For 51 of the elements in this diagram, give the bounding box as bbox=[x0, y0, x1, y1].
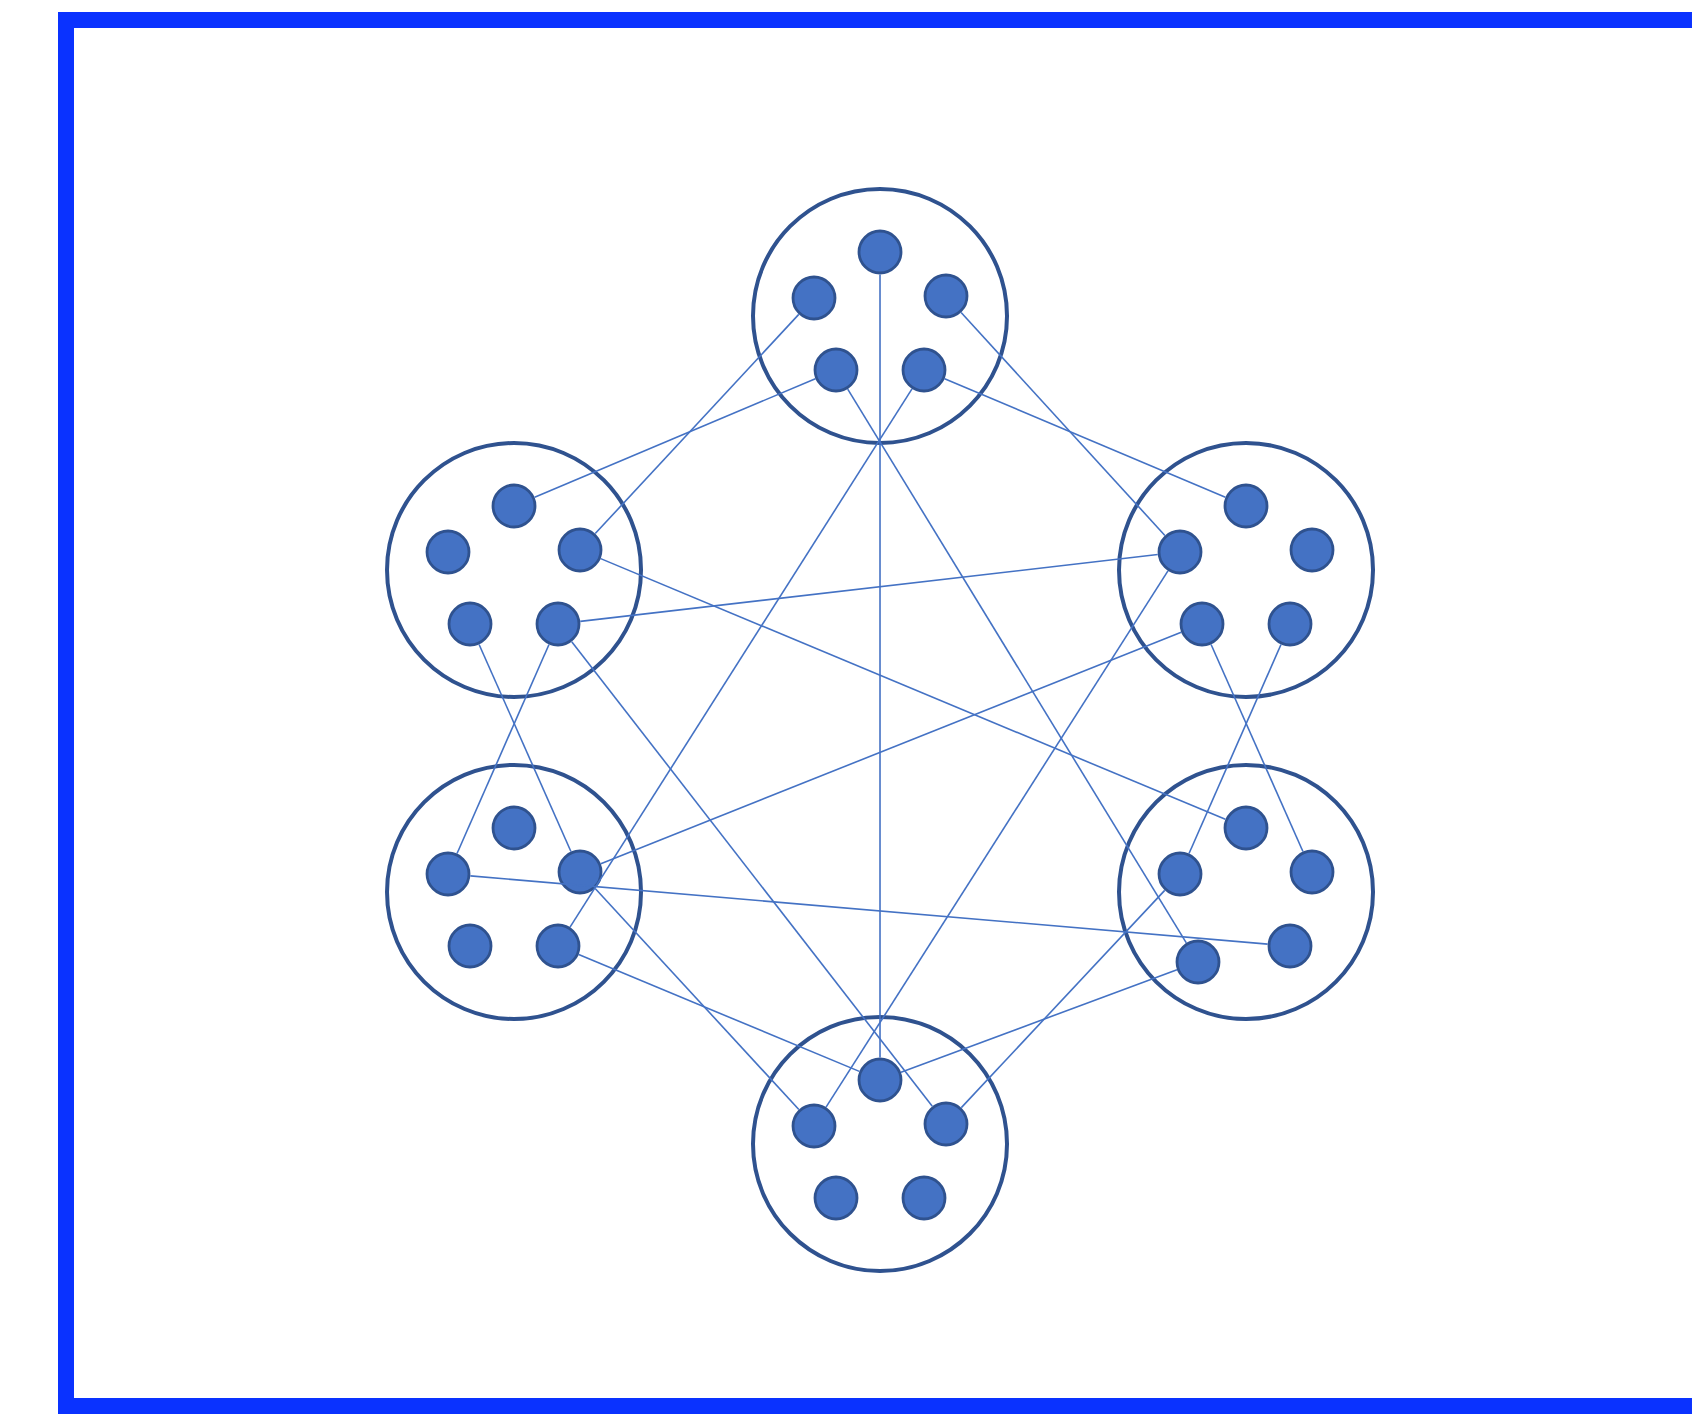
dot bbox=[491, 483, 537, 529]
connector-line bbox=[960, 311, 1166, 537]
connector-line bbox=[579, 553, 1159, 623]
dot bbox=[535, 601, 581, 647]
dot bbox=[923, 1101, 969, 1147]
dot bbox=[791, 275, 837, 321]
connector-line bbox=[456, 643, 550, 855]
connector-line bbox=[846, 388, 1188, 944]
dot bbox=[425, 529, 471, 575]
dot bbox=[447, 923, 493, 969]
dot bbox=[1157, 851, 1203, 897]
connector-line bbox=[569, 388, 913, 928]
connector-line bbox=[594, 887, 800, 1111]
dot bbox=[901, 1175, 947, 1221]
dot bbox=[791, 1103, 837, 1149]
dot bbox=[857, 1057, 903, 1103]
connector-line bbox=[1188, 643, 1282, 855]
connector-line bbox=[879, 273, 881, 1059]
connector-line bbox=[469, 875, 1269, 945]
connector-line bbox=[599, 557, 1227, 821]
dot bbox=[557, 849, 603, 895]
dot bbox=[491, 805, 537, 851]
connector-line bbox=[577, 953, 861, 1073]
connector-line bbox=[594, 313, 800, 535]
connector-line bbox=[900, 969, 1178, 1073]
dot bbox=[557, 527, 603, 573]
dot bbox=[1223, 483, 1269, 529]
connector-line bbox=[570, 640, 934, 1108]
connector-line bbox=[478, 643, 572, 853]
dot bbox=[1267, 601, 1313, 647]
connector-line bbox=[533, 377, 817, 499]
dot bbox=[1267, 923, 1313, 969]
connector-line bbox=[825, 570, 1169, 1108]
dot bbox=[1289, 527, 1335, 573]
connector-line bbox=[600, 631, 1182, 865]
dot bbox=[1179, 601, 1225, 647]
dot bbox=[901, 347, 947, 393]
connector-line bbox=[960, 889, 1166, 1109]
dot bbox=[1223, 805, 1269, 851]
dot bbox=[813, 1175, 859, 1221]
dot bbox=[813, 347, 859, 393]
dot bbox=[425, 851, 471, 897]
dot bbox=[447, 601, 493, 647]
dot bbox=[1157, 529, 1203, 575]
connector-line bbox=[1210, 643, 1304, 853]
dot bbox=[535, 923, 581, 969]
dot bbox=[923, 273, 969, 319]
dot bbox=[857, 229, 903, 275]
connector-line bbox=[943, 377, 1227, 499]
dot bbox=[1289, 849, 1335, 895]
dot bbox=[1175, 939, 1221, 985]
